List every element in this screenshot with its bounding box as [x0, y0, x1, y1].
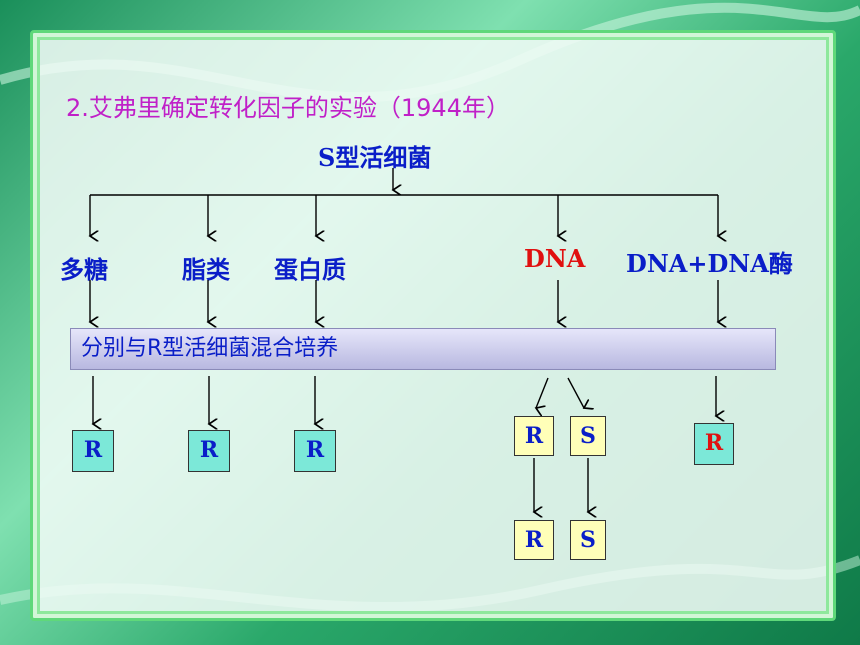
result-box-dna-dnase: R: [694, 423, 734, 465]
content-panel: [30, 30, 836, 621]
branch-lipid: 脂类: [182, 255, 230, 284]
branch-dna: DNA: [524, 244, 586, 273]
branch-polysaccharide: 多糖: [60, 255, 108, 284]
branch-dna-dnase: DNA+DNA酶: [626, 249, 793, 278]
arrow-to-result-dna-s: [567, 377, 584, 408]
result-box-dna-r-generation2: R: [514, 520, 554, 560]
result-box-dna-s-generation2: S: [570, 520, 606, 560]
source-label: S型活细菌: [318, 143, 432, 172]
page-title: 2.艾弗里确定转化因子的实验（1944年）: [66, 94, 510, 122]
result-box-polysaccharide: R: [72, 430, 114, 472]
branch-protein: 蛋白质: [274, 255, 346, 284]
arrow-to-result-dna-r: [536, 377, 549, 408]
result-box-lipid: R: [188, 430, 230, 472]
result-box-dna-r: R: [514, 416, 554, 456]
mix-culture-banner: 分别与R型活细菌混合培养: [70, 328, 776, 370]
result-box-dna-s: S: [570, 416, 606, 456]
result-box-protein: R: [294, 430, 336, 472]
